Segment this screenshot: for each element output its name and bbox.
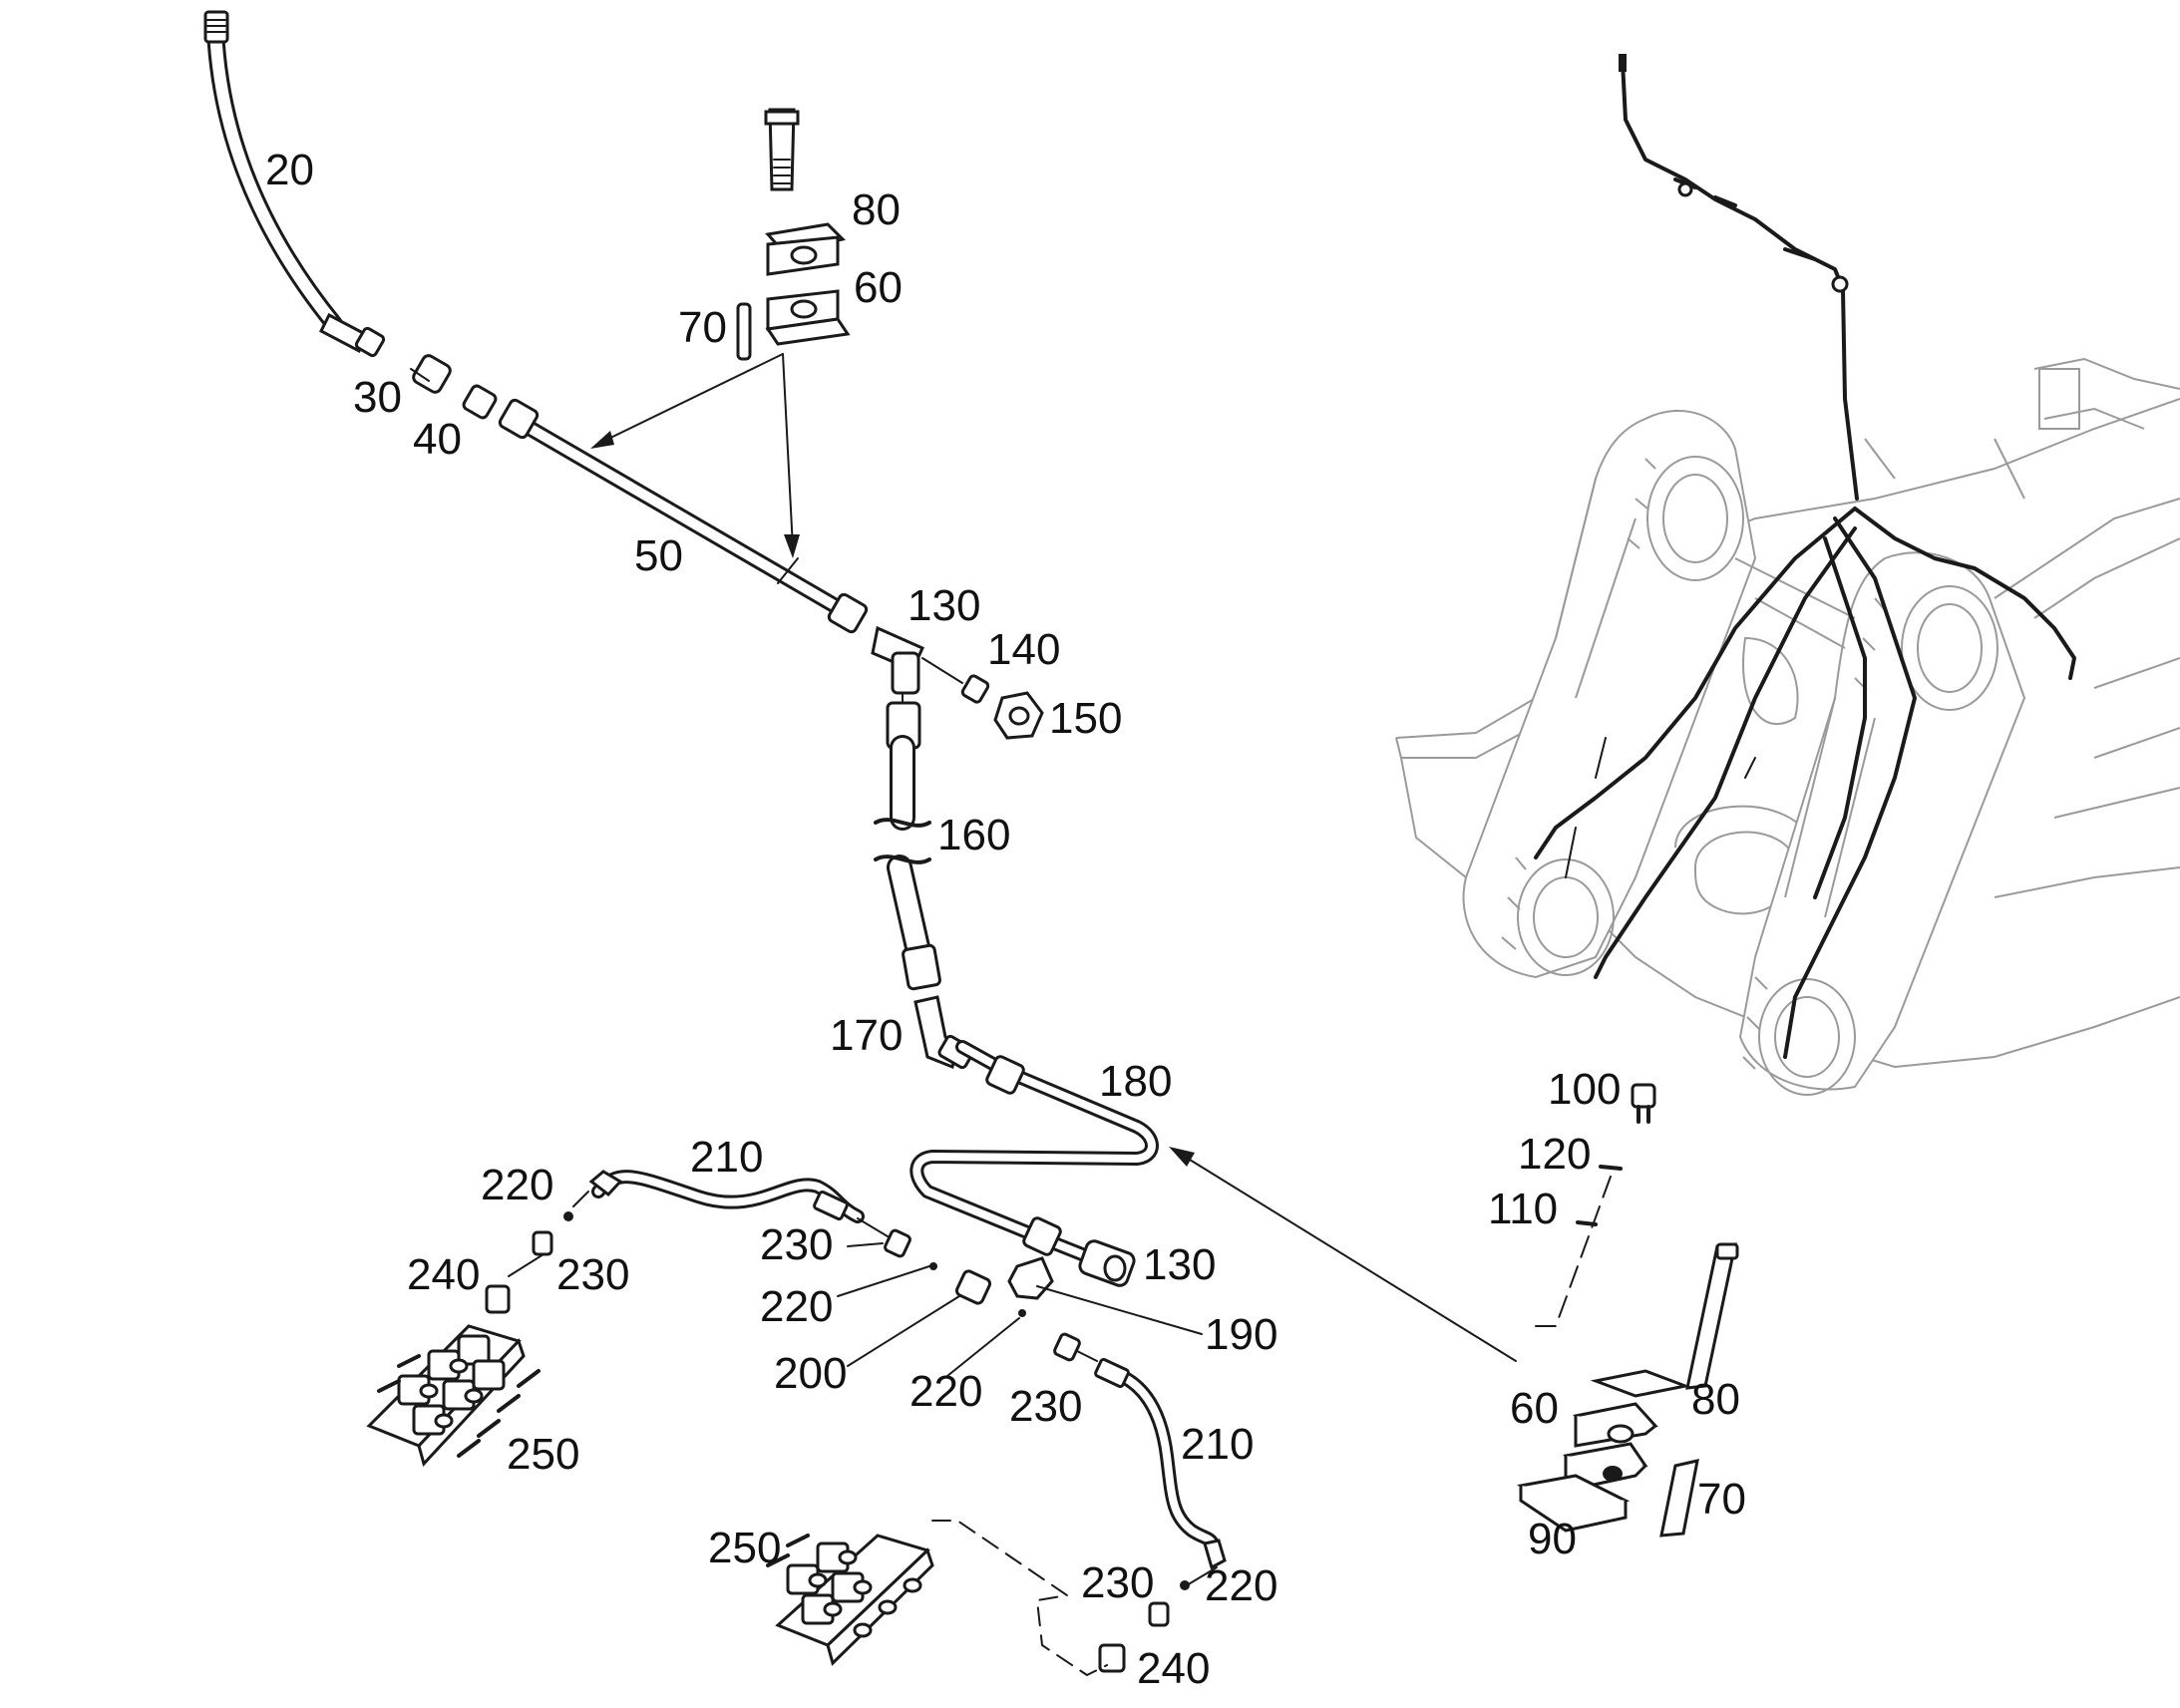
label-220-left: 220 <box>481 1161 553 1209</box>
fittings-bottom <box>931 1520 1190 1676</box>
label-150: 150 <box>1049 694 1122 743</box>
clamp-assembly-right <box>1169 1083 1739 1537</box>
tee-130-lower <box>1078 1239 1136 1287</box>
label-250-bottom: 250 <box>708 1524 781 1572</box>
nut-150 <box>993 691 1044 740</box>
label-40: 40 <box>413 415 462 464</box>
label-30: 30 <box>353 373 402 422</box>
label-120: 120 <box>1518 1130 1591 1179</box>
fitting-140 <box>921 657 990 704</box>
tube-50 <box>498 398 869 634</box>
label-180: 180 <box>1099 1057 1172 1106</box>
label-230-bottom: 230 <box>1081 1558 1154 1607</box>
fitting-30 <box>410 354 452 394</box>
label-230-center: 230 <box>760 1220 833 1269</box>
label-80-right: 80 <box>1691 1375 1740 1424</box>
label-240-left: 240 <box>407 1250 480 1299</box>
label-160: 160 <box>937 811 1010 859</box>
label-230-mid: 230 <box>1009 1382 1082 1431</box>
label-220-center: 220 <box>760 1282 833 1331</box>
label-230-left: 230 <box>556 1250 629 1299</box>
label-60-top: 60 <box>854 263 903 312</box>
hose-160 <box>874 692 941 991</box>
label-130-lower: 130 <box>1143 1240 1216 1289</box>
fittings-left <box>485 1211 573 1314</box>
label-90: 90 <box>1528 1515 1577 1563</box>
label-20: 20 <box>265 146 314 194</box>
label-250-left: 250 <box>507 1430 579 1479</box>
label-170: 170 <box>830 1011 903 1060</box>
tube-180 <box>909 1040 1159 1263</box>
clamp-assembly-top <box>590 108 851 558</box>
label-220-mid: 220 <box>909 1367 982 1416</box>
label-210-lower: 210 <box>1181 1420 1254 1469</box>
hose-20 <box>203 10 386 358</box>
elbow-170 <box>913 995 975 1070</box>
label-50: 50 <box>634 531 683 580</box>
fitting-190 <box>1007 1256 1203 1335</box>
fittings-center <box>837 1228 1098 1377</box>
part-labels: 20 30 40 50 80 60 70 130 140 150 160 170… <box>265 146 1746 1693</box>
fitting-40 <box>462 384 498 420</box>
label-200: 200 <box>774 1349 847 1398</box>
tee-130 <box>871 625 924 695</box>
valve-block-250-bottom <box>766 1534 934 1666</box>
label-110: 110 <box>1488 1185 1558 1233</box>
label-210-top: 210 <box>690 1133 763 1182</box>
machine-frame <box>1395 357 2180 1096</box>
label-220-bottom: 220 <box>1205 1561 1277 1610</box>
label-100: 100 <box>1548 1065 1621 1114</box>
label-80-top: 80 <box>852 185 901 234</box>
label-140: 140 <box>987 625 1060 674</box>
hose-210-lower <box>1094 1357 1227 1586</box>
hose-210-upper <box>572 1170 889 1237</box>
label-240-bottom: 240 <box>1137 1644 1210 1693</box>
valve-block-250-left <box>366 1324 541 1467</box>
label-70-right: 70 <box>1697 1475 1746 1524</box>
machine-lube-lines <box>1534 54 2076 1059</box>
label-190: 190 <box>1205 1310 1277 1359</box>
label-130-top: 130 <box>908 581 980 630</box>
label-70-top: 70 <box>678 303 727 352</box>
label-60-right: 60 <box>1510 1384 1559 1433</box>
